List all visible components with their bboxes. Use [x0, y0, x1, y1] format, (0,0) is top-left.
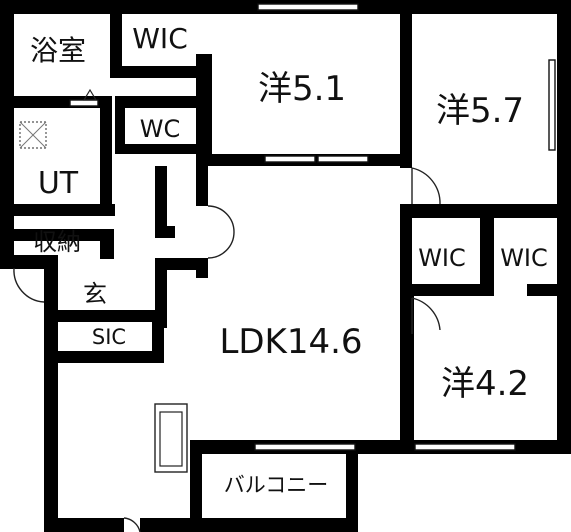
- room-label-wic-top: WIC: [132, 22, 188, 55]
- room-label-ut: UT: [38, 166, 79, 201]
- room-label-western-42: 洋4.2: [441, 364, 529, 404]
- room-label-ldk: LDK14.6: [219, 322, 362, 362]
- room-label-balcony: バルコニー: [224, 473, 329, 497]
- room-labels: 浴室 WIC 洋5.1 洋5.7 WC UT 収納 玄 WIC WIC SIC …: [30, 22, 548, 497]
- room-label-genkan: 玄: [83, 280, 107, 308]
- room-label-sic: SIC: [92, 325, 126, 349]
- room-label-western-51: 洋5.1: [258, 69, 346, 109]
- room-label-bath: 浴室: [30, 34, 86, 67]
- room-label-wic-mid-right: WIC: [500, 244, 548, 272]
- room-label-wc: WC: [140, 115, 181, 143]
- door-swing-ldk: [207, 205, 235, 259]
- door-swing-entry: [123, 517, 141, 532]
- sink: [159, 411, 183, 467]
- washer-pan: [19, 121, 47, 149]
- windows: [69, 3, 556, 451]
- door-swing-western-42: [411, 297, 441, 331]
- vent-marker: [82, 88, 98, 101]
- room-label-wic-mid-left: WIC: [418, 244, 466, 272]
- door-swing-western-57: [411, 167, 441, 205]
- room-label-storage: 収納: [33, 228, 81, 256]
- kitchen-counter: [154, 403, 188, 473]
- door-swing-storage: [13, 267, 45, 303]
- room-label-western-57: 洋5.7: [436, 91, 524, 131]
- doors: [13, 88, 441, 532]
